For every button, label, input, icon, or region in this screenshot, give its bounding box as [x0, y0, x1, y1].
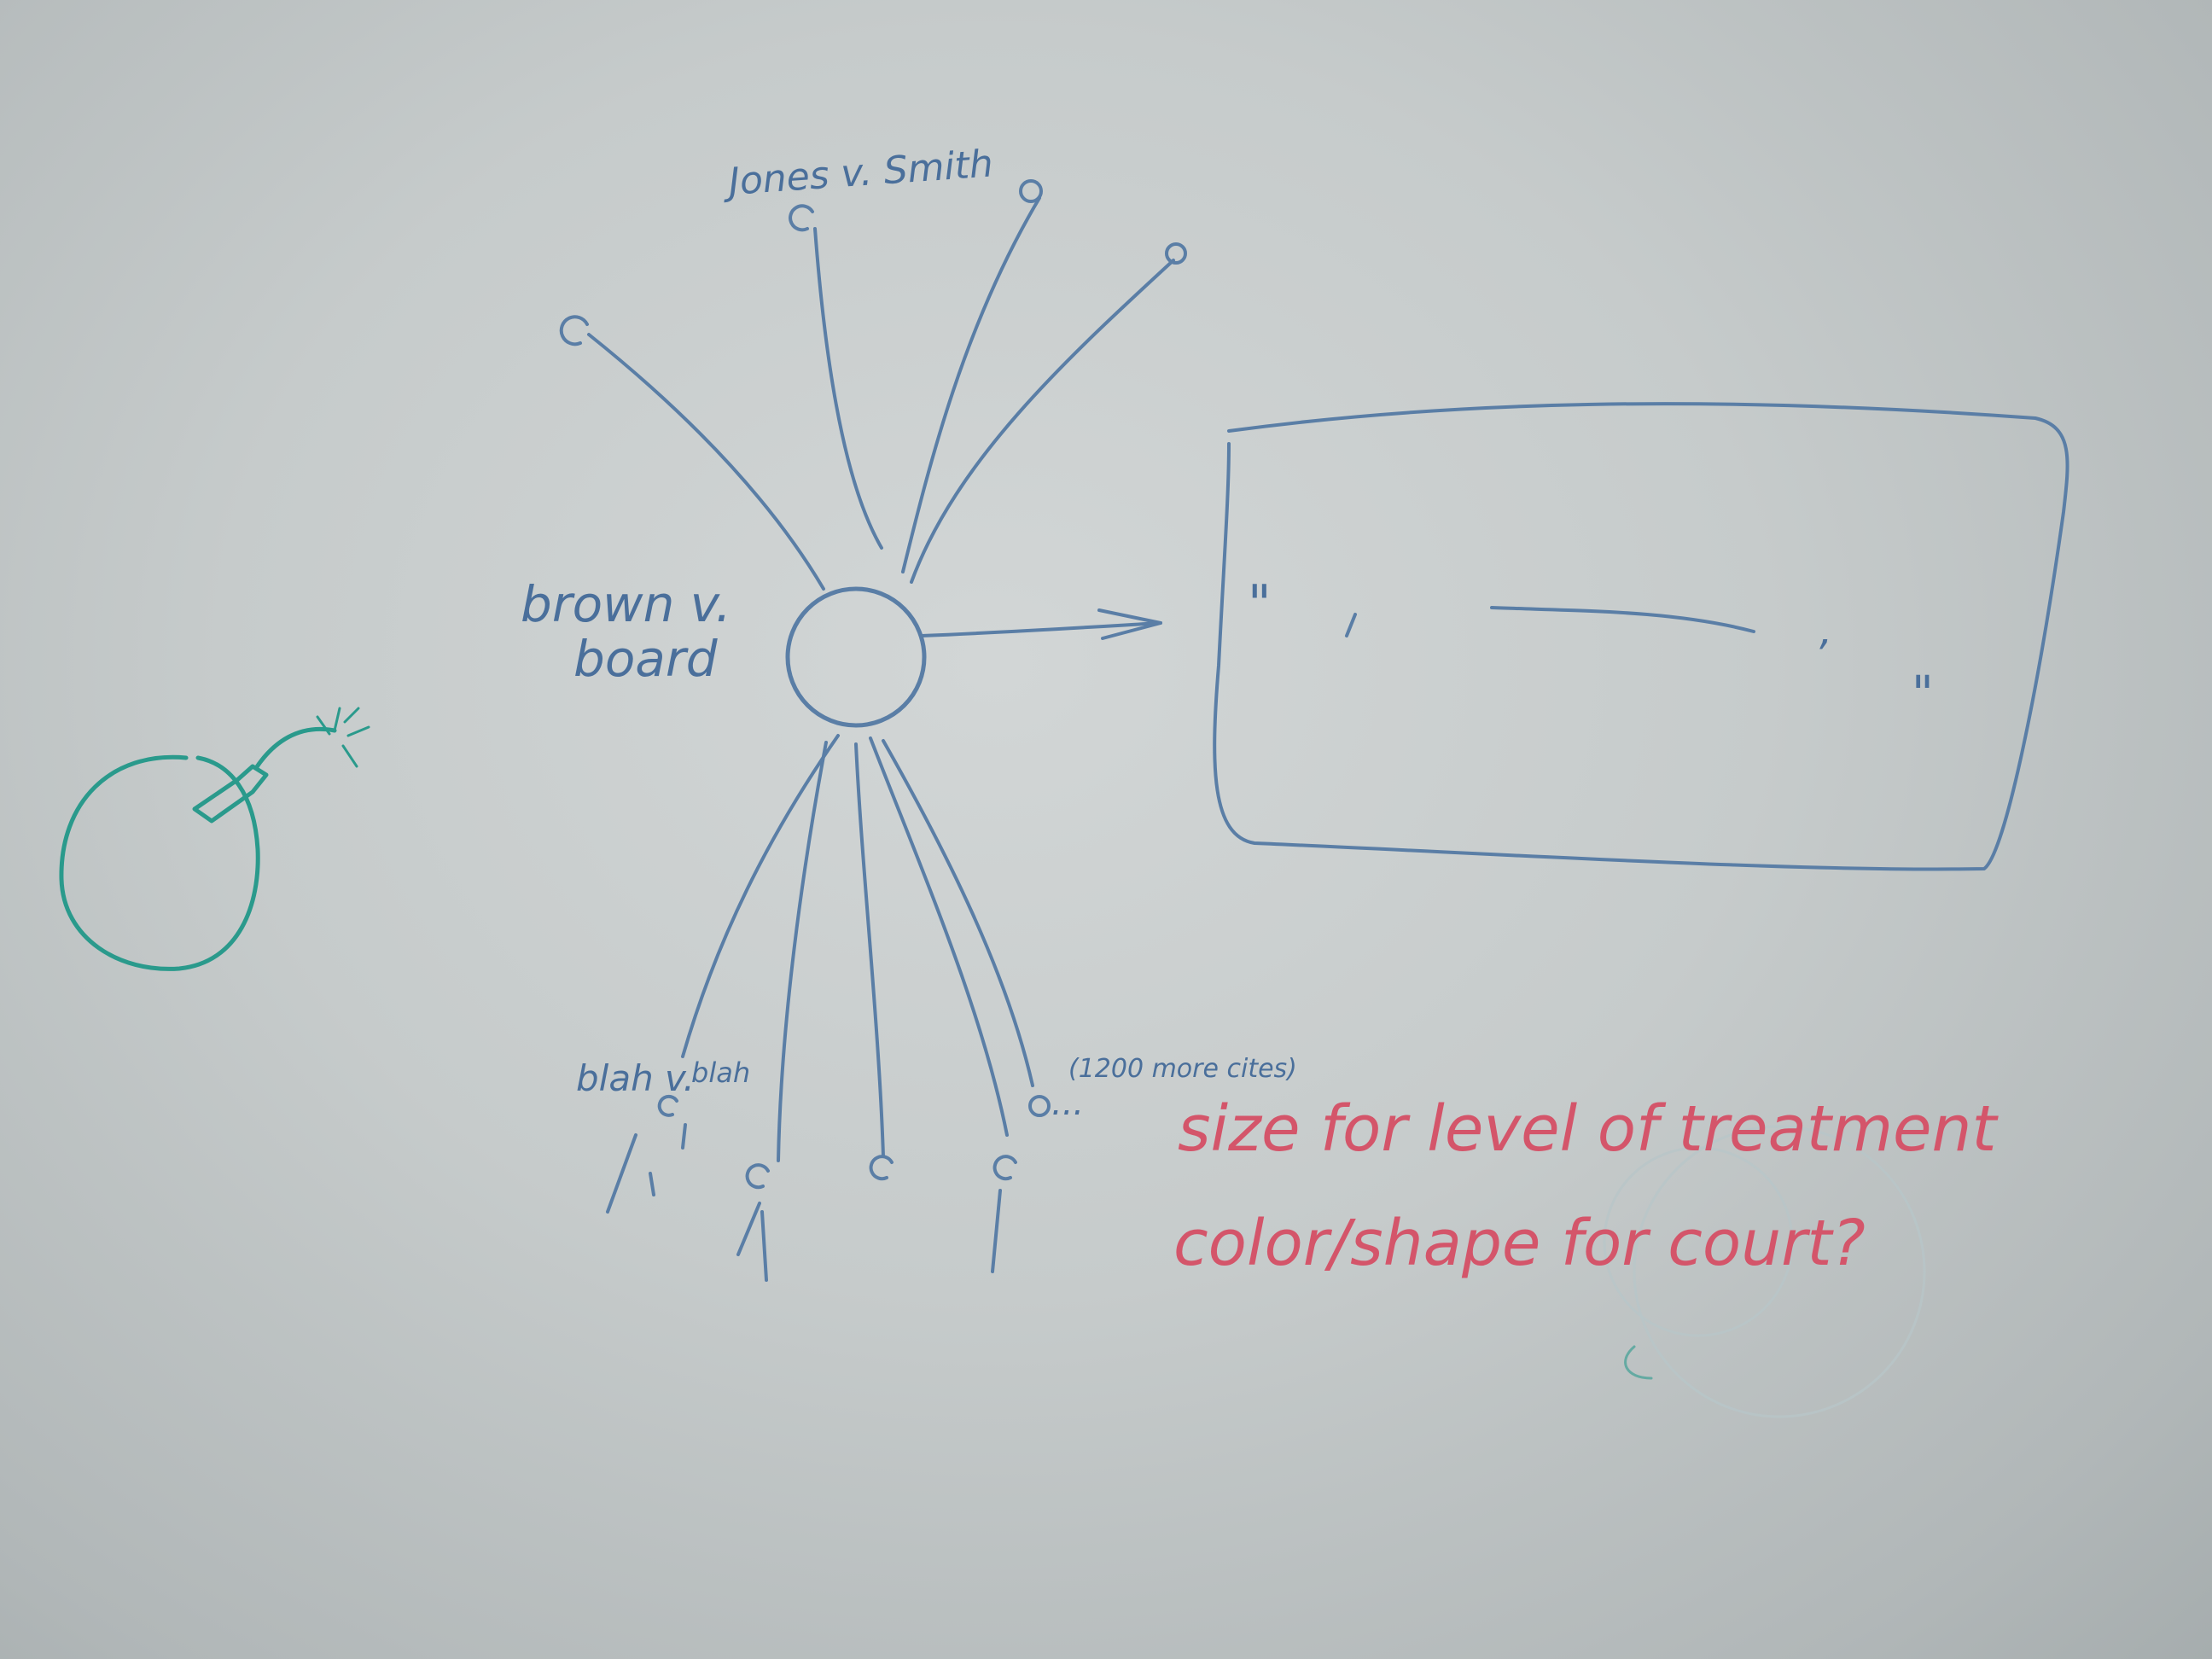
node-top-2: [789, 204, 814, 232]
cited-edges: [681, 734, 1034, 1162]
tick-2: [760, 1210, 768, 1282]
note-line-1: size for level of treatment: [1178, 1092, 1999, 1166]
node-bottom-1: [745, 1163, 770, 1190]
citing-edges: [587, 196, 1175, 591]
edge-top-1: [587, 333, 825, 591]
edge-bottom-2: [777, 741, 828, 1162]
top-node-label: Jones v. Smith: [720, 142, 994, 204]
edge-bottom-3: [854, 742, 885, 1158]
edge-bottom-4: [869, 736, 1009, 1137]
node-top-1: [559, 315, 589, 346]
quote-open-mark: ": [1248, 574, 1272, 634]
node-labels: Jones v. Smith brown v. board blah v. bl…: [521, 142, 1934, 1123]
center-node-label-line2: board: [573, 630, 719, 688]
blah-label-line2: blah: [691, 1057, 750, 1089]
note-line-2: color/shape for court?: [1173, 1207, 1866, 1280]
node-center: [785, 586, 927, 728]
more-cites-label: (1200 more cites): [1068, 1054, 1297, 1084]
node-blah-circle: [657, 1094, 678, 1117]
bomb-icon: [59, 707, 370, 971]
node-bottom-2: [869, 1155, 894, 1181]
quote-box: [1213, 402, 2069, 871]
edge-bottom-1: [681, 734, 840, 1058]
erased-marks: [1603, 1125, 1926, 1418]
edge-bottom-5: [882, 739, 1034, 1087]
faint-swirl: [1624, 1345, 1653, 1380]
nodes: [559, 179, 1187, 1190]
node-top-3: [1019, 179, 1043, 203]
blah-label-line1: blah v.: [576, 1057, 695, 1099]
tick-marks: [606, 1123, 1002, 1282]
notes: size for level of treatment color/shape …: [1173, 1092, 1999, 1280]
arrow-right-icon: [920, 608, 1162, 640]
node-bottom-4: [1028, 1095, 1051, 1117]
node-bottom-3: [992, 1155, 1017, 1181]
center-node-label-line1: brown v.: [521, 575, 731, 633]
edge-top-3: [901, 196, 1041, 573]
more-cites-ellipsis: ...: [1051, 1084, 1084, 1123]
edge-top-2: [813, 227, 883, 550]
quote-comma-mark: ,: [1819, 607, 1832, 655]
node-top-4: [1165, 242, 1187, 265]
quote-close-mark: ": [1912, 667, 1934, 722]
edge-top-4: [910, 259, 1175, 584]
